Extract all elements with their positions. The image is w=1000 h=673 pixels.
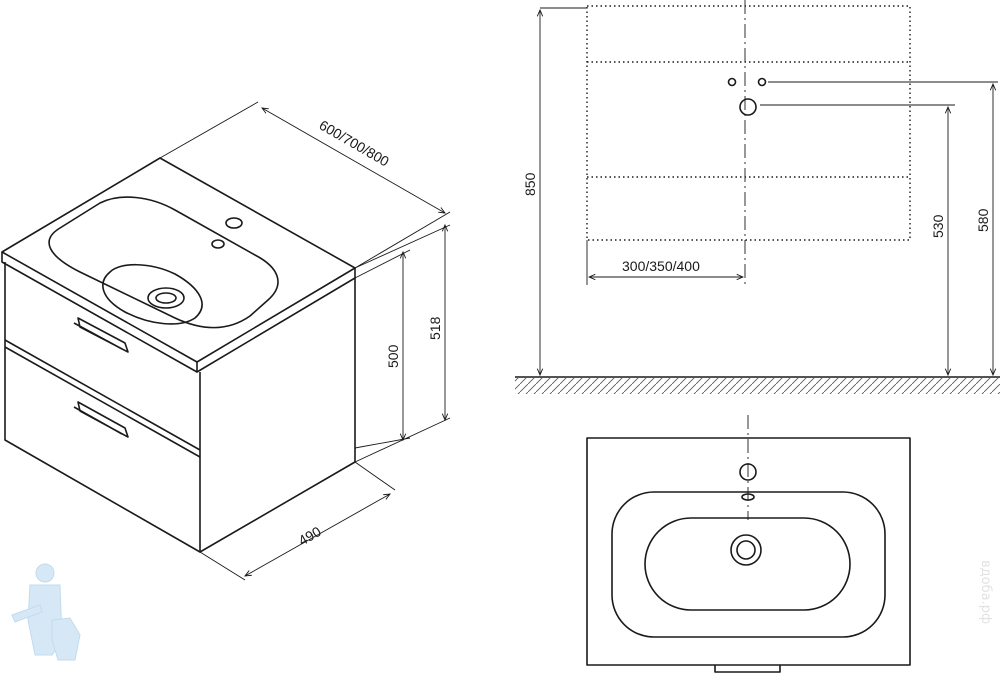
countertop-edge (1, 252, 356, 373)
height-500-label: 500 (385, 344, 401, 368)
drawer-handle-bottom (73, 401, 129, 438)
basin-outline-plan (586, 437, 911, 666)
cabinet-body (4, 262, 356, 553)
drain-offset-label: 300/350/400 (622, 258, 700, 274)
width-dimension-label: 600/700/800 (317, 117, 393, 170)
drain (147, 287, 185, 309)
isometric-cabinet-view: 600/700/800 518 500 490 (1, 101, 451, 581)
basin-bowl (102, 263, 203, 325)
total-height-label: 850 (522, 172, 538, 196)
elevation-view: 850 530 580 300/350/400 (515, 0, 1000, 394)
width-dimension-line (262, 108, 445, 213)
tap-hole-height-label: 530 (930, 214, 946, 238)
basin-outline (48, 196, 279, 329)
countertop-top (1, 157, 356, 363)
tap-hole-elevation (739, 98, 757, 116)
height-518-label: 518 (427, 316, 443, 340)
drawer-handle-top (73, 317, 129, 353)
drawer-split (4, 339, 201, 458)
basin-bowl-plan (644, 517, 851, 611)
tap-hole-plan (739, 463, 757, 481)
watermark-text: вдоба.рф (978, 560, 993, 624)
tap-hole (225, 217, 243, 229)
plan-view (586, 415, 911, 673)
tap-height-label: 580 (975, 208, 991, 232)
drain-plan (730, 534, 762, 566)
plumber-logo (11, 563, 81, 661)
